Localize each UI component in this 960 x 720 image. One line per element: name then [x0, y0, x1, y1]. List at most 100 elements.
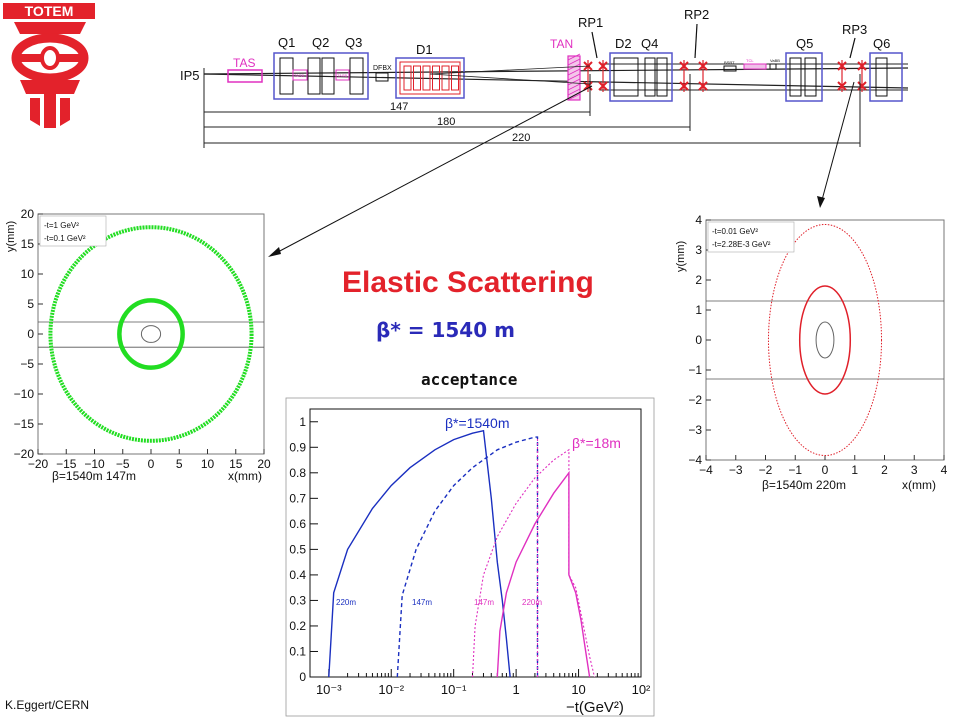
d1-slot — [441, 65, 450, 91]
contour-ellipse — [48, 225, 254, 443]
d2-magnet — [613, 57, 639, 97]
x-tick-label: 10⁻² — [378, 682, 404, 697]
x-tick-label: 0 — [822, 463, 829, 477]
q4a-magnet — [644, 57, 656, 97]
left-note: β=1540m 147m — [52, 469, 136, 483]
rp1-label: RP1 — [578, 15, 603, 30]
q4b-magnet — [656, 57, 668, 97]
d1-slot — [422, 65, 431, 91]
y-tick-label: 0 — [695, 333, 702, 347]
dim-147-label: 147 — [390, 101, 408, 113]
y-tick-label: 2 — [695, 273, 702, 287]
left-plot-shapes — [38, 225, 264, 443]
dim-180-label: 180 — [437, 116, 455, 128]
rp3-pointer — [849, 37, 856, 59]
tan-hatch-line — [567, 73, 581, 81]
d1-inner — [399, 61, 461, 95]
x-tick-label: 3 — [911, 463, 918, 477]
q5-frame — [785, 52, 823, 102]
logo-ring — [11, 33, 89, 83]
group-label-1540: β*=1540m — [445, 415, 509, 431]
tan-label: TAN — [550, 37, 573, 51]
dim-220-label: 220 — [512, 132, 530, 144]
y-tick-label: 0.6 — [289, 517, 306, 531]
acceptance-series — [328, 429, 596, 678]
vabb-label: VaBB — [770, 58, 780, 63]
y-tick-label: 5 — [27, 297, 34, 311]
logo-left-wing — [30, 98, 40, 126]
tan-hatch-line — [567, 78, 581, 86]
dfbx-label: DFBX — [373, 65, 392, 72]
dimension-147: 147 — [204, 74, 591, 116]
x-tick-label: −15 — [56, 457, 77, 471]
d1-slot — [432, 65, 440, 91]
acceptance-label: acceptance — [421, 370, 518, 389]
contour-ellipse — [117, 298, 185, 370]
trajectory-2 — [429, 73, 591, 85]
rp2-label: RP2 — [684, 7, 709, 22]
y-tick-label: 0.8 — [289, 466, 306, 480]
x-tick-label: 10 — [571, 682, 585, 697]
d1-slots — [403, 65, 459, 91]
tan-hatch-line — [567, 68, 581, 76]
x-tick-label: 1 — [513, 682, 520, 697]
beta-star-label: β* = 1540 m — [376, 318, 515, 342]
left-legend-box — [39, 215, 107, 247]
series-label-220m-magenta: 220m — [522, 598, 542, 607]
beam-line-lower — [203, 73, 909, 89]
x-tick-label: 10 — [201, 457, 215, 471]
arrow-head-right — [817, 196, 825, 208]
q5b-magnet — [804, 57, 817, 97]
beamline-diagram: IP5 TAS TASB TASB Q1 Q2 Q3 DFBX D1 TAN R… — [180, 7, 909, 148]
y-tick-label: 0.7 — [289, 491, 306, 505]
x-tick-label: −5 — [116, 457, 130, 471]
acceptance-curve — [328, 429, 511, 678]
right-legend-2: -t=2.28E-3 GeV² — [712, 240, 771, 249]
right-plot-shapes — [706, 224, 944, 456]
y-tick-label: 0.4 — [289, 568, 306, 582]
tan-hatching — [567, 53, 581, 101]
q3-label: Q3 — [345, 35, 362, 50]
q6-label: Q6 — [873, 36, 890, 51]
y-tick-label: −3 — [688, 423, 702, 437]
contour-ellipse — [140, 325, 162, 343]
d1-slot — [413, 65, 421, 91]
dfbx-box — [375, 72, 389, 82]
pointer-arrows — [268, 81, 855, 257]
x-tick-label: −3 — [729, 463, 743, 477]
acceptance-curve — [471, 448, 596, 678]
right-ylabel: y(mm) — [675, 241, 687, 272]
left-xlabel: x(mm) — [228, 469, 262, 483]
rp2-pointer — [694, 23, 698, 59]
rp1-pointer — [591, 31, 598, 59]
x-tick-label: 10² — [632, 682, 651, 697]
logo-banner — [3, 3, 95, 19]
q123-frame — [273, 52, 369, 100]
x-tick-label: 0 — [148, 457, 155, 471]
x-tick-label: 15 — [229, 457, 243, 471]
acceptance-xlabel: −t(GeV²) — [566, 699, 624, 716]
tan-hatch-line — [567, 58, 581, 66]
y-tick-label: 0.1 — [289, 644, 306, 658]
x-tick-label: −4 — [699, 463, 713, 477]
d1-label: D1 — [416, 42, 433, 57]
trajectory-1 — [429, 65, 591, 75]
tas-box — [227, 69, 263, 83]
vabb-box — [769, 63, 777, 70]
x-tick-label: 1 — [851, 463, 858, 477]
x-tick-label: −1 — [788, 463, 802, 477]
y-tick-label: 15 — [21, 237, 35, 251]
tas-label: TAS — [233, 56, 255, 70]
x-tick-label: −20 — [28, 457, 49, 471]
group-label-18: β*=18m — [572, 435, 621, 451]
y-tick-label: 1 — [299, 415, 306, 429]
arrow-to-left-panel — [275, 85, 593, 254]
q2a-magnet — [307, 57, 321, 95]
dimension-180: 180 — [204, 74, 691, 131]
y-tick-label: 0.5 — [289, 542, 306, 556]
